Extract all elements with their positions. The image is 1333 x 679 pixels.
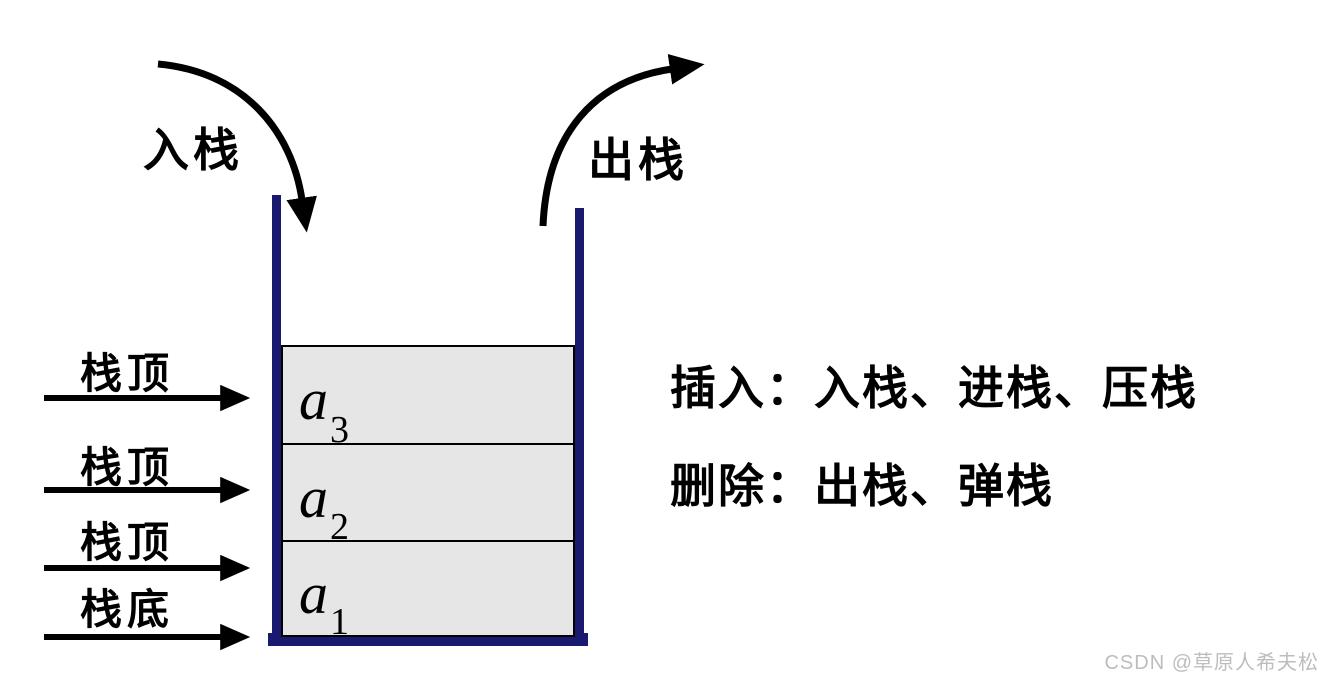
pop-curved-arrow [539,54,705,227]
cell-var: a [299,560,328,626]
cell-var: a [299,367,328,432]
pointer-label-bottom: 栈底 [79,586,174,633]
cell-var: a [299,464,328,530]
stack-right-wall [575,208,584,645]
stack-left-wall [272,195,281,645]
push-curved-arrow [157,60,317,233]
pointer-label-top-3: 栈顶 [79,519,174,566]
note-insert-synonyms: 插入：入栈、进栈、压栈 [670,362,1198,414]
cell-subscript: 2 [330,506,349,548]
cell-subscript: 1 [330,601,349,643]
note-delete-synonyms: 删除：出栈、弹栈 [670,460,1054,512]
push-label: 入栈 [143,124,243,176]
csdn-watermark: CSDN @草原人希夫松 [1104,652,1319,674]
pointer-label-top-2: 栈顶 [79,444,174,491]
pointer-label-top-1: 栈顶 [79,350,174,397]
pop-label: 出栈 [588,134,688,186]
cell-subscript: 3 [330,409,349,451]
